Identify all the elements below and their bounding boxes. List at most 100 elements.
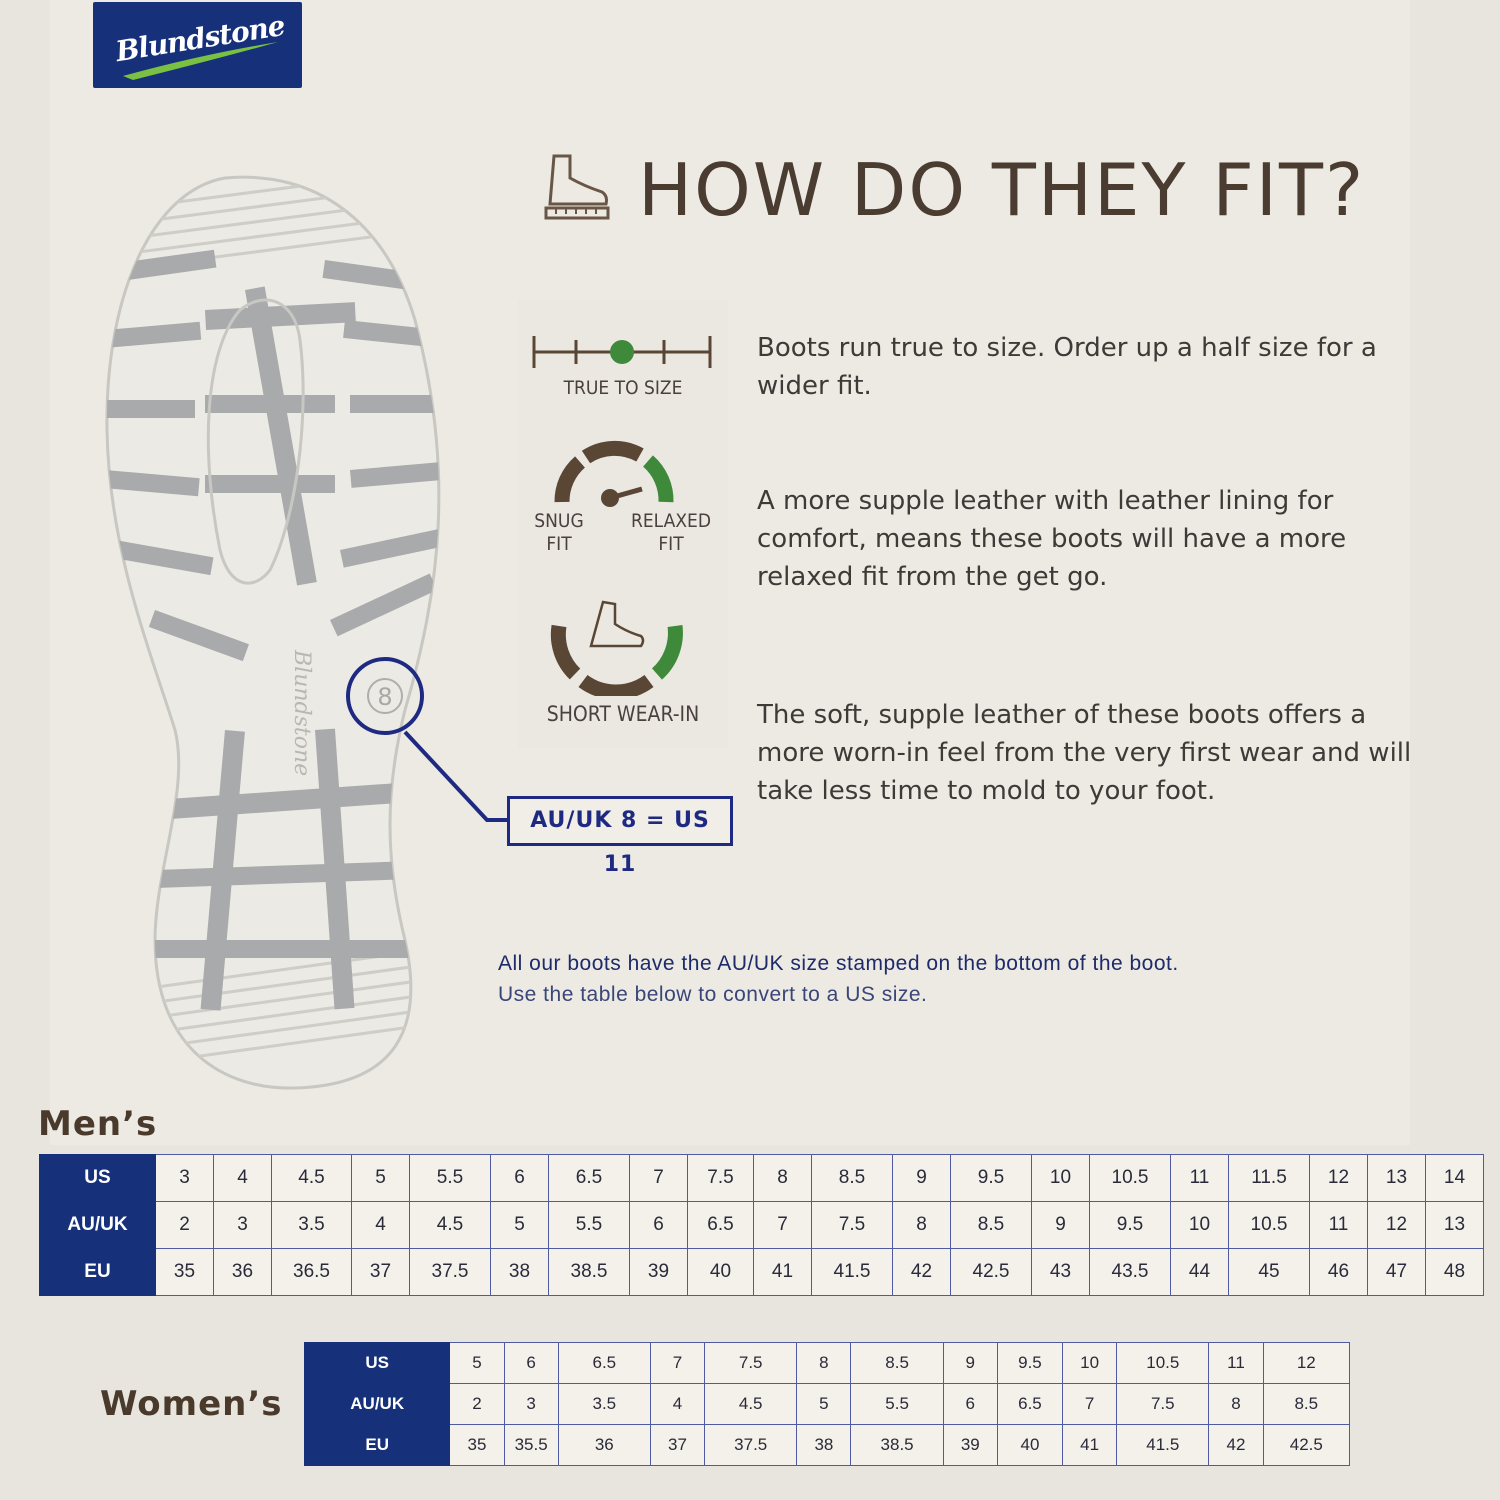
size-cell: 35 xyxy=(155,1248,214,1296)
size-cell: 13 xyxy=(1367,1154,1426,1202)
short-wear-in-icon xyxy=(550,600,683,696)
size-cell: 9 xyxy=(942,1342,998,1384)
size-stamp-callout: 8 xyxy=(346,657,508,822)
size-cell: 7 xyxy=(649,1342,706,1384)
size-cell: 10 xyxy=(1170,1201,1229,1249)
boot-ruler-icon xyxy=(544,154,610,220)
mens-heading: Men’s xyxy=(38,1104,158,1144)
size-cell: 7.5 xyxy=(687,1154,754,1202)
size-cell: 7.5 xyxy=(704,1342,798,1384)
size-cell: 43.5 xyxy=(1089,1248,1171,1296)
size-cell: 8.5 xyxy=(950,1201,1032,1249)
snug-fit-label: SNUG FIT xyxy=(534,510,584,555)
size-cell: 5.5 xyxy=(548,1201,630,1249)
size-cell: 11 xyxy=(1208,1342,1264,1384)
size-cell: 4 xyxy=(649,1383,706,1425)
size-cell: 10 xyxy=(1031,1154,1090,1202)
size-cell: 38 xyxy=(490,1248,549,1296)
size-cell: 37 xyxy=(649,1424,706,1466)
fit-gauge-icon xyxy=(554,440,674,507)
size-cell: 39 xyxy=(942,1424,998,1466)
size-cell: 6 xyxy=(942,1383,998,1425)
row-header: AU/UK xyxy=(303,1383,451,1425)
size-cell: 4.5 xyxy=(409,1201,491,1249)
size-table-note: Use the table below to convert to a US s… xyxy=(498,983,928,1006)
size-conversion-callout: AU/UK 8 = US 11 xyxy=(507,796,733,877)
size-cell: 48 xyxy=(1425,1248,1484,1296)
true-to-size-label: TRUE TO SIZE xyxy=(563,377,683,399)
size-cell: 9.5 xyxy=(1089,1201,1171,1249)
size-cell: 6 xyxy=(490,1154,549,1202)
brand-logo: Blundstone xyxy=(93,2,302,88)
size-cell: 5 xyxy=(490,1201,549,1249)
size-cell: 7.5 xyxy=(1116,1383,1210,1425)
size-cell: 38.5 xyxy=(548,1248,630,1296)
size-cell: 6.5 xyxy=(557,1342,651,1384)
size-cell: 38.5 xyxy=(850,1424,944,1466)
size-cell: 8 xyxy=(892,1201,951,1249)
size-cell: 39 xyxy=(629,1248,688,1296)
size-cell: 8.5 xyxy=(850,1342,944,1384)
size-cell: 6 xyxy=(503,1342,559,1384)
size-cell: 42 xyxy=(1208,1424,1264,1466)
size-cell: 8 xyxy=(796,1342,852,1384)
size-cell: 7.5 xyxy=(811,1201,893,1249)
size-cell: 8 xyxy=(1208,1383,1264,1425)
size-cell: 13 xyxy=(1425,1201,1484,1249)
size-cell: 37.5 xyxy=(409,1248,491,1296)
size-cell: 43 xyxy=(1031,1248,1090,1296)
size-cell: 45 xyxy=(1228,1248,1310,1296)
boot-sole-illustration: Blundstone xyxy=(105,175,441,1090)
size-cell: 12 xyxy=(1262,1342,1351,1384)
size-cell: 42 xyxy=(892,1248,951,1296)
fit-gauge-description: A more supple leather with leather linin… xyxy=(757,486,1347,592)
size-cell: 4 xyxy=(351,1201,410,1249)
size-cell: 11 xyxy=(1170,1154,1229,1202)
page-title: HOW DO THEY FIT? xyxy=(638,148,1366,232)
row-header: AU/UK xyxy=(39,1201,156,1249)
short-wear-in-label: SHORT WEAR-IN xyxy=(546,702,700,726)
sole-size-stamp: 8 xyxy=(377,683,392,711)
size-cell: 41.5 xyxy=(811,1248,893,1296)
sole-brand-stamp: Blundstone xyxy=(289,649,314,776)
size-cell: 38 xyxy=(796,1424,852,1466)
size-cell: 6.5 xyxy=(687,1201,754,1249)
size-cell: 8.5 xyxy=(1262,1383,1351,1425)
size-cell: 36 xyxy=(557,1424,651,1466)
size-cell: 6.5 xyxy=(996,1383,1064,1425)
size-cell: 9 xyxy=(892,1154,951,1202)
size-cell: 4.5 xyxy=(271,1154,352,1202)
true-to-size-scale-icon xyxy=(532,336,712,368)
size-cell: 11.5 xyxy=(1228,1154,1310,1202)
row-header: US xyxy=(303,1342,451,1384)
size-cell: 36 xyxy=(213,1248,272,1296)
size-cell: 5 xyxy=(449,1342,505,1384)
size-cell: 4.5 xyxy=(704,1383,798,1425)
size-cell: 5.5 xyxy=(409,1154,491,1202)
size-cell: 9.5 xyxy=(996,1342,1064,1384)
size-cell: 2 xyxy=(449,1383,505,1425)
logo-swoosh xyxy=(123,42,278,80)
size-cell: 41 xyxy=(1062,1424,1118,1466)
size-cell: 7 xyxy=(1062,1383,1118,1425)
size-cell: 4 xyxy=(213,1154,272,1202)
size-cell: 5.5 xyxy=(850,1383,944,1425)
size-cell: 5 xyxy=(796,1383,852,1425)
fit-icon-column xyxy=(518,300,728,748)
size-cell: 41.5 xyxy=(1116,1424,1210,1466)
size-cell: 10.5 xyxy=(1089,1154,1171,1202)
relaxed-fit-label: RELAXED FIT xyxy=(631,510,711,555)
row-header: EU xyxy=(39,1248,156,1296)
size-cell: 8 xyxy=(753,1154,812,1202)
size-cell: 46 xyxy=(1309,1248,1368,1296)
size-cell: 36.5 xyxy=(271,1248,352,1296)
size-cell: 3.5 xyxy=(271,1201,352,1249)
size-cell: 35.5 xyxy=(503,1424,559,1466)
size-cell: 6 xyxy=(629,1201,688,1249)
